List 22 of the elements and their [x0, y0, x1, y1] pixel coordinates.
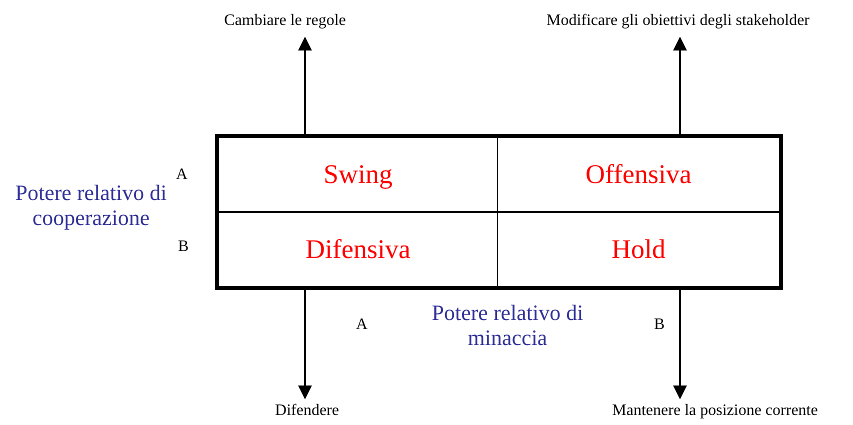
quadrant-title: Hold: [612, 234, 666, 265]
matrix-cell: [215, 212, 498, 290]
matrix-cell: [498, 134, 783, 212]
outcome-label: Difendere: [250, 402, 364, 424]
quadrant-title: Offensiva: [586, 159, 692, 190]
axis-mark: A: [356, 316, 368, 334]
axis-mark: B: [654, 316, 665, 334]
outcome-label: Mantenere la posizione corrente: [578, 402, 852, 424]
matrix-cell: [215, 134, 498, 212]
quadrant-title: Difensiva: [306, 234, 410, 265]
axis-label: Potere relativo di minaccia: [430, 300, 584, 351]
axis-mark: A: [176, 166, 188, 184]
outcome-label: Cambiare le regole: [185, 12, 385, 34]
outcome-label: Modificare gli obiettivi degli stakeholder: [505, 12, 851, 34]
arrow: [298, 290, 312, 400]
matrix-cell: [498, 212, 783, 290]
axis-label: Potere relativo di cooperazione: [14, 180, 168, 231]
arrow: [673, 36, 687, 134]
axis-mark: B: [178, 238, 189, 256]
quadrant-title: Swing: [323, 159, 393, 190]
arrow: [673, 290, 687, 400]
arrow: [298, 36, 312, 134]
